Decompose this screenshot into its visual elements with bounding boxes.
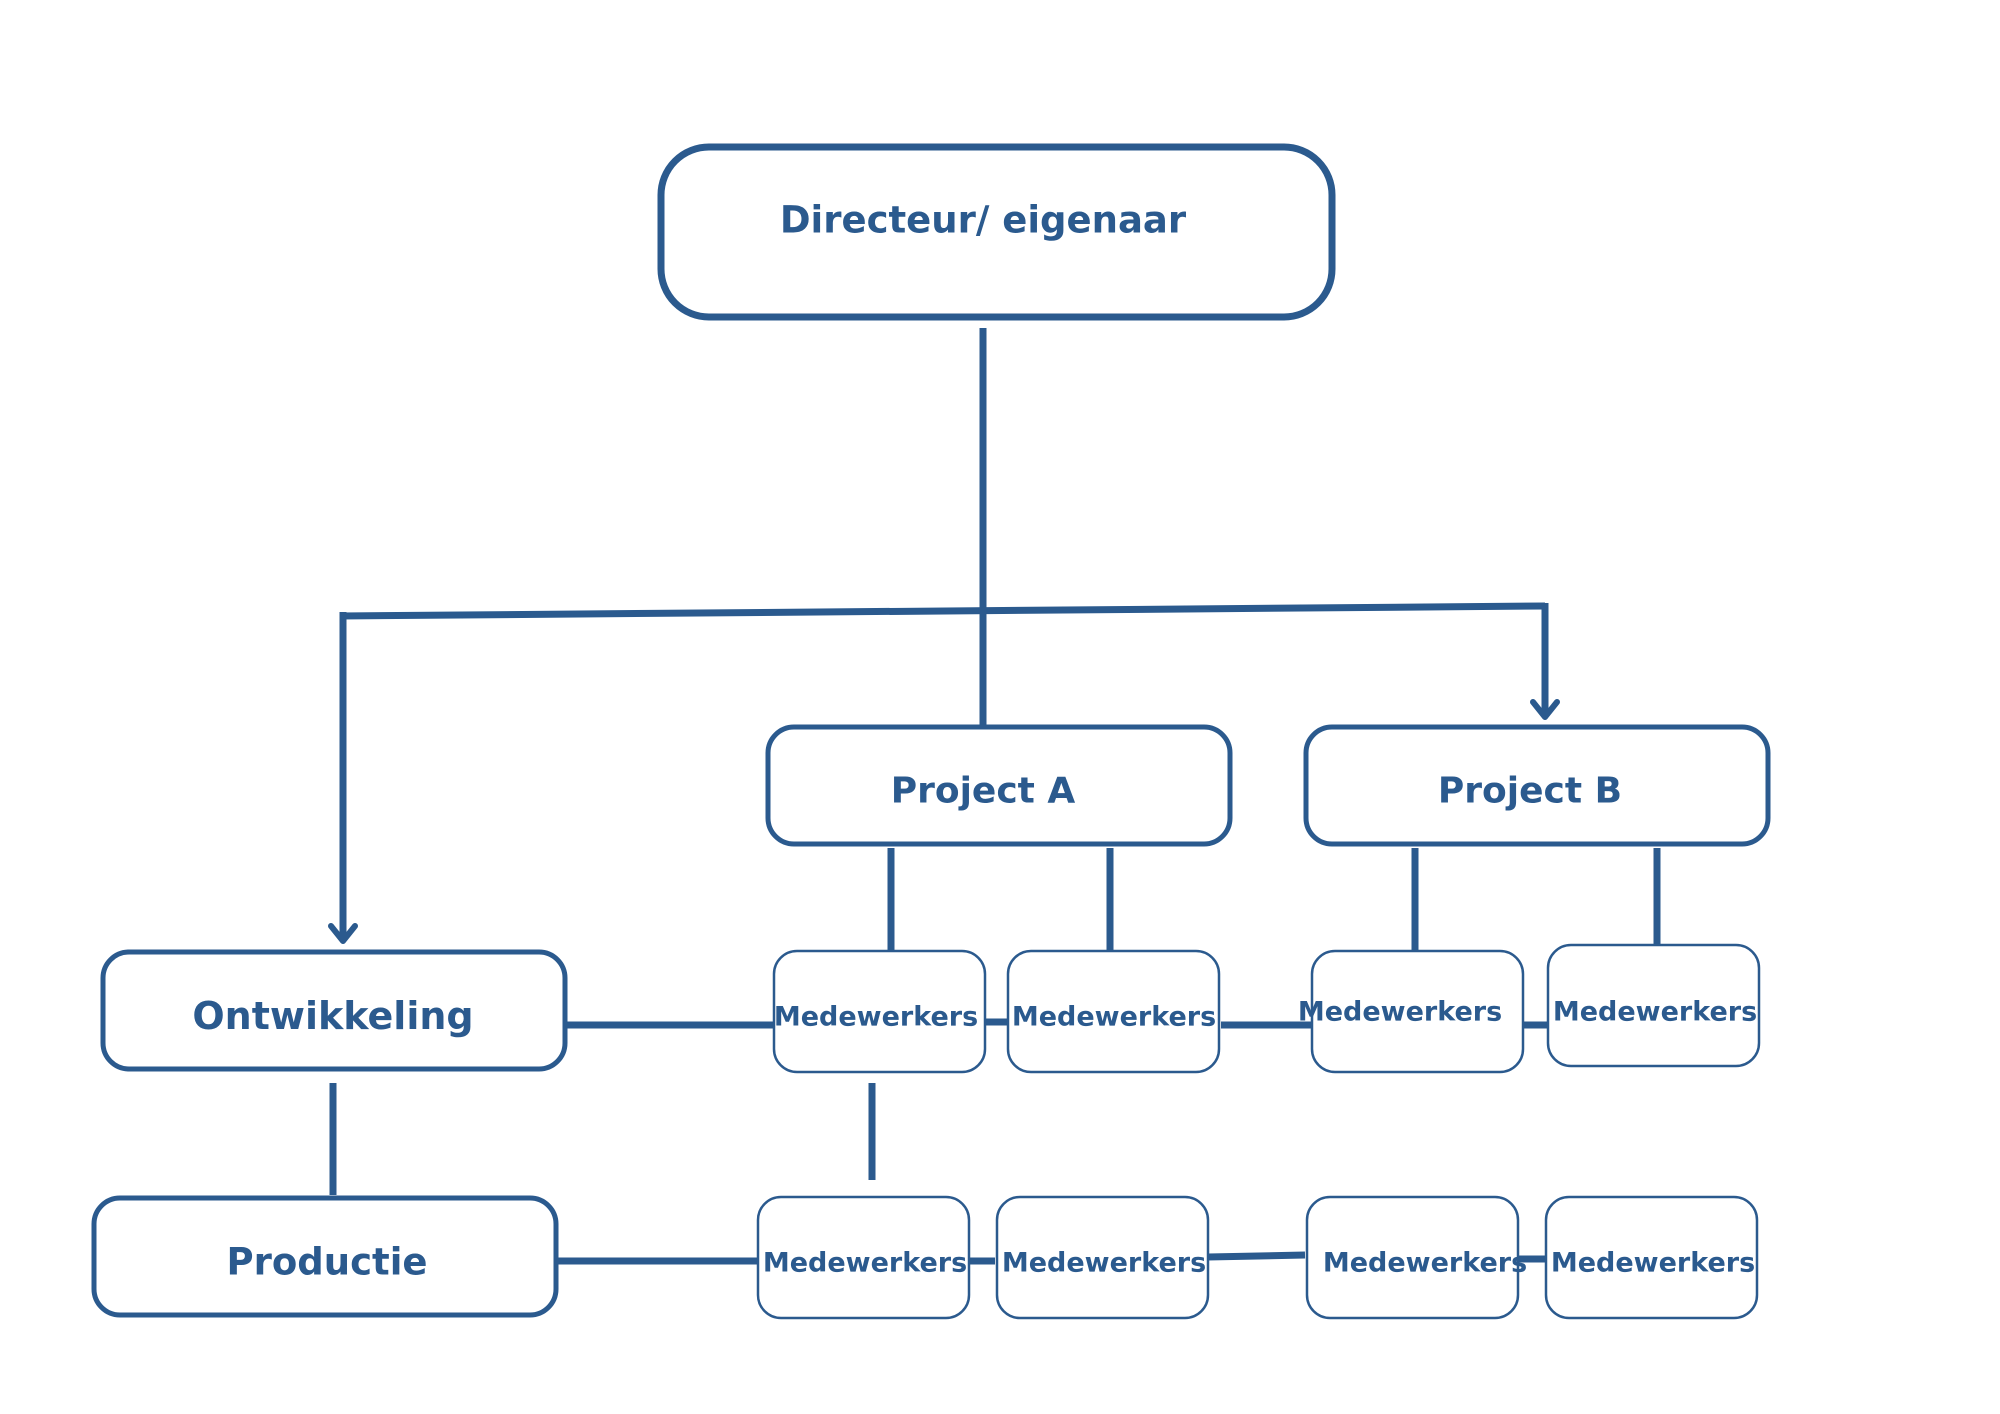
project-a-node	[765, 724, 1233, 847]
productie-label: Productie	[226, 1241, 427, 1284]
director-node	[657, 143, 1336, 321]
staff-node-3	[1310, 949, 1525, 1074]
director-label: Directeur/ eigenaar	[780, 199, 1187, 242]
staff-node-5	[756, 1195, 971, 1320]
productie-node	[91, 1195, 559, 1318]
staff-node-6	[995, 1195, 1210, 1320]
staff-label-2: Medewerkers	[1012, 1002, 1216, 1033]
ontwikkeling-node	[100, 949, 568, 1072]
staff-label-7: Medewerkers	[1323, 1248, 1527, 1279]
arrowhead-project-b	[1530, 699, 1560, 720]
staff-label-4: Medewerkers	[1553, 997, 1757, 1028]
staff-node-7	[1305, 1195, 1520, 1320]
staff-node-2	[1006, 949, 1221, 1074]
connector-horizontal-bar	[339, 602, 1546, 620]
staff-label-3: Medewerkers	[1298, 997, 1502, 1028]
arrowhead-ontwikkeling	[328, 923, 358, 944]
project-b-label: Project B	[1438, 771, 1622, 812]
staff-label-8: Medewerkers	[1551, 1248, 1755, 1279]
project-b-node	[1303, 724, 1771, 847]
staff-label-5: Medewerkers	[763, 1248, 967, 1279]
connectors	[329, 328, 1661, 1265]
staff-node-4	[1546, 943, 1761, 1068]
ontwikkeling-label: Ontwikkeling	[192, 994, 473, 1038]
staff-label-6: Medewerkers	[1002, 1248, 1206, 1279]
project-a-label: Project A	[891, 771, 1076, 812]
connector-row2-link-2	[1207, 1251, 1306, 1261]
arrowheads	[328, 699, 1560, 944]
staff-label-1: Medewerkers	[774, 1002, 978, 1033]
staff-node-8	[1544, 1195, 1759, 1320]
staff-node-1	[772, 949, 987, 1074]
